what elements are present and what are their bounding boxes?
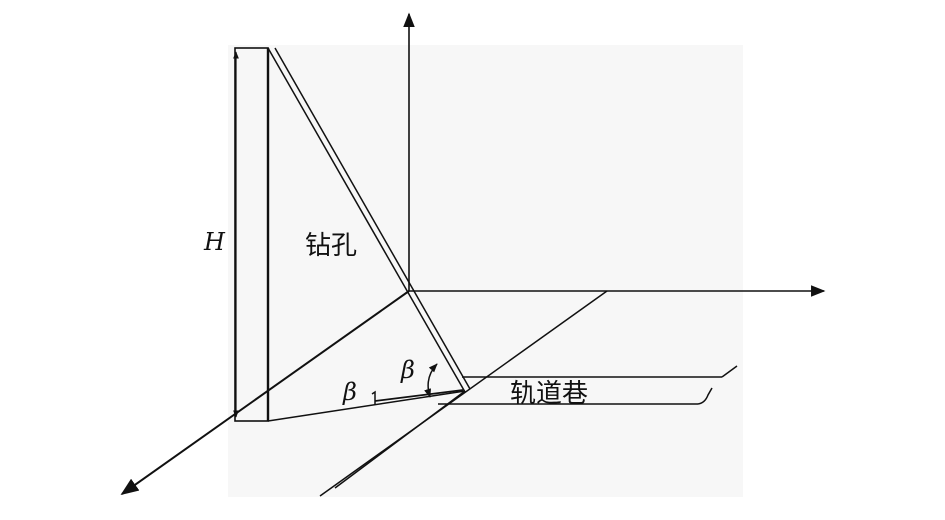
projection-line-inner [374,389,464,402]
beta-bottom-label: β [342,378,357,406]
roadway-end-edge [721,365,738,378]
roadway-plane-edge-far [319,290,608,497]
roadway-end-break [697,387,713,405]
beta-top-label: β [400,356,415,384]
roadway-plane-edge-near [334,390,466,489]
background-panel [228,45,743,497]
borehole-line-outer [267,47,466,393]
roadway-label: 轨道巷 [510,379,588,409]
beta-angle-arc-top [424,363,438,398]
beta-angle-marker-bottom [371,390,376,405]
borehole-line-inner [274,47,471,390]
depth-axis [120,290,410,496]
height-label: H [203,228,226,256]
borehole-label: 钻孔 [305,231,357,261]
